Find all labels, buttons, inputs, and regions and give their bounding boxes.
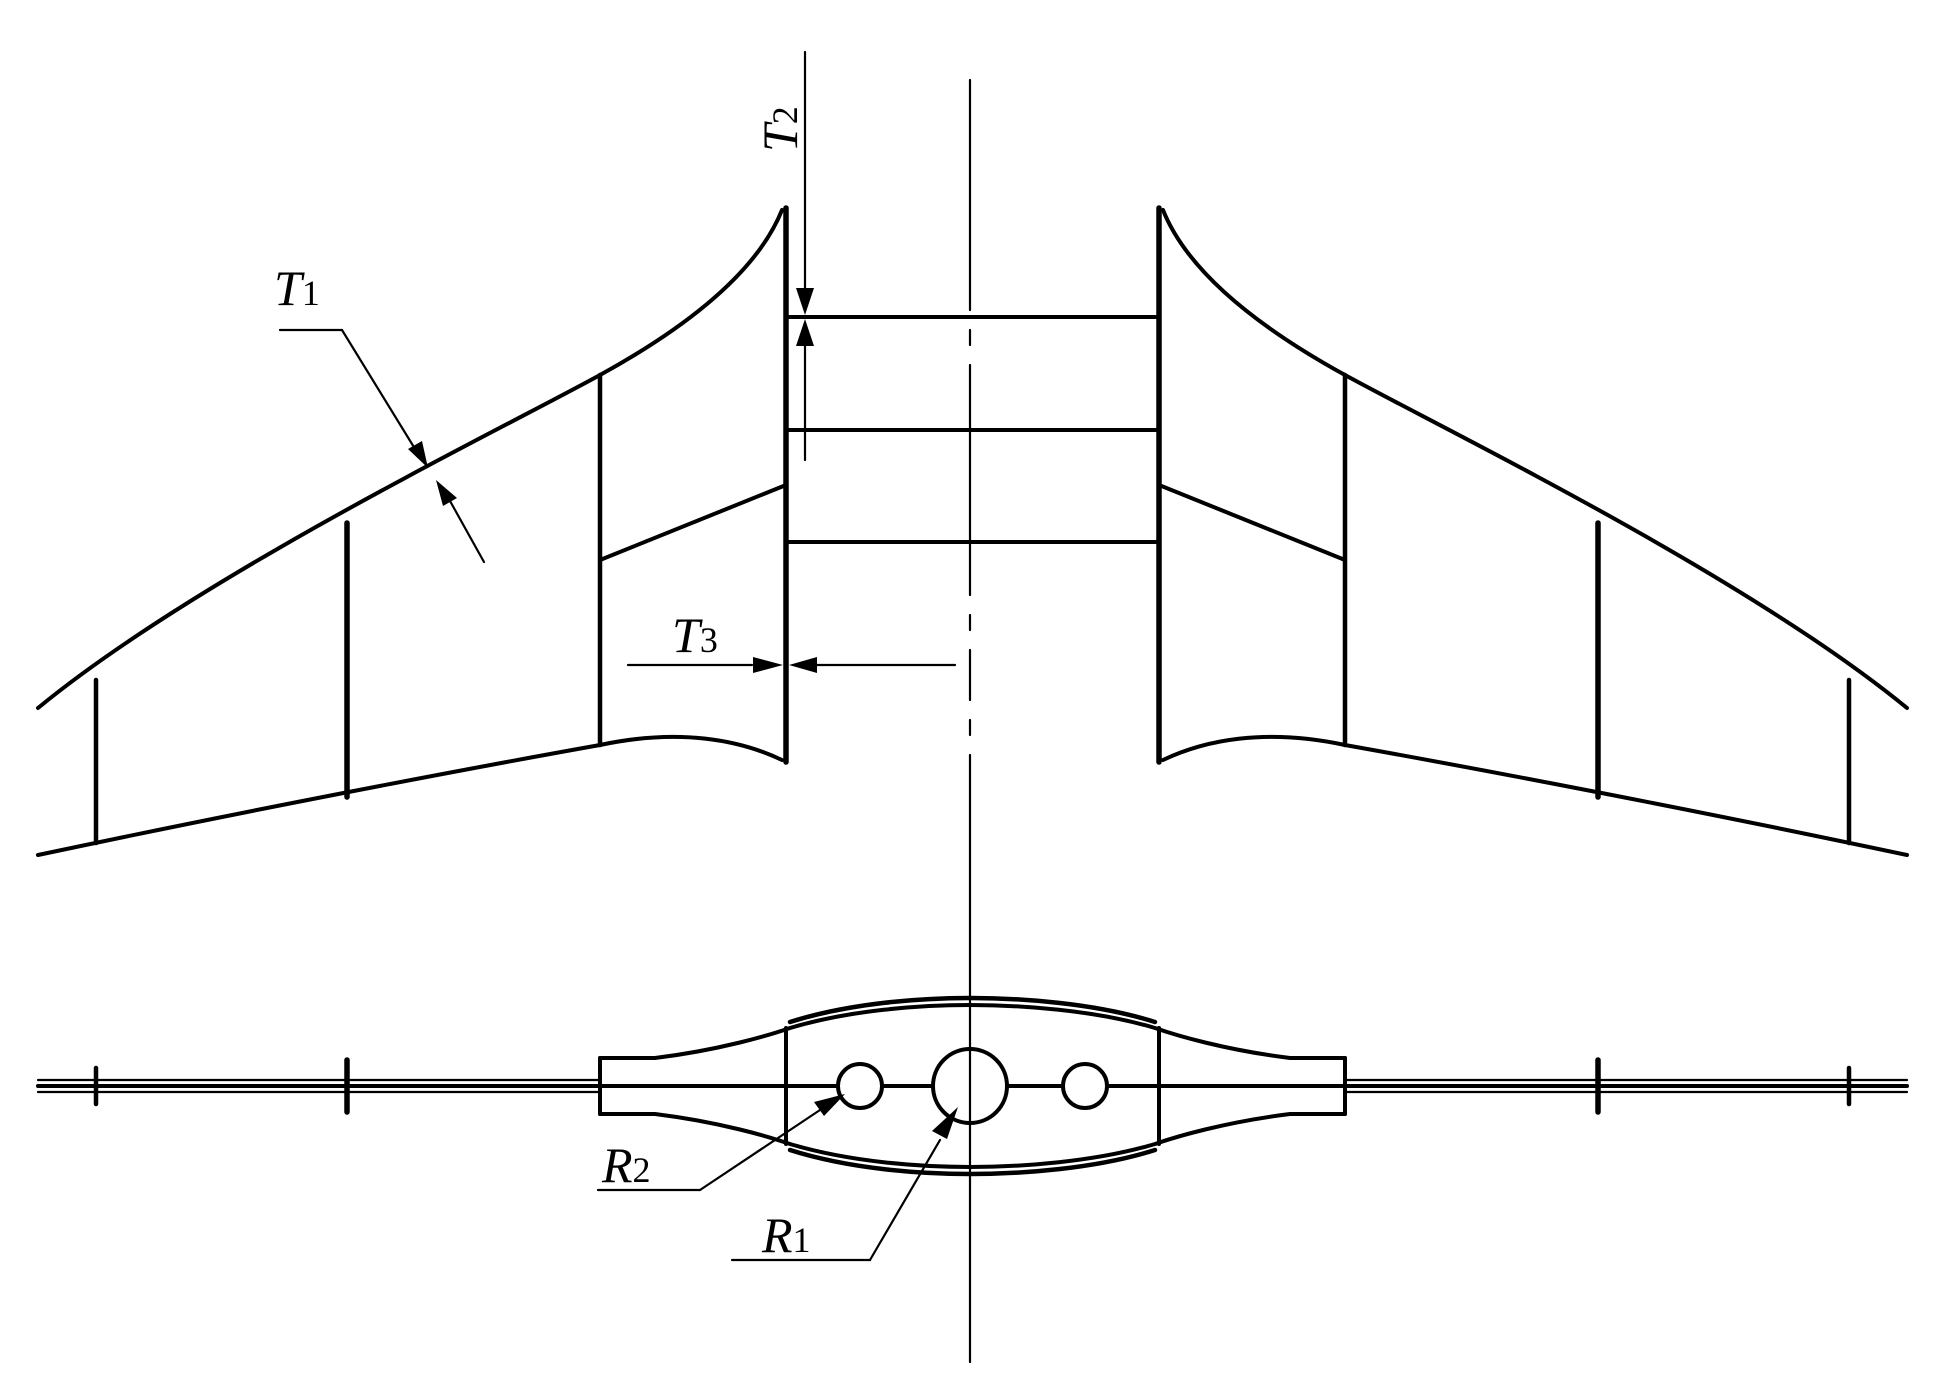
r2-arrow-head xyxy=(814,1094,845,1116)
t3-arrow-head-2 xyxy=(789,657,817,673)
t1-arrow-head-1 xyxy=(408,441,428,468)
label-t3: T3 xyxy=(672,607,718,663)
leader-r1: R1 xyxy=(730,1107,958,1263)
label-r2: R2 xyxy=(601,1137,651,1193)
leader-r2: R2 xyxy=(596,1094,845,1193)
t2-arrow-head-2 xyxy=(796,319,814,346)
label-t2: T2 xyxy=(752,106,808,152)
center-spars xyxy=(784,315,1161,544)
t3-arrow-head-1 xyxy=(753,657,783,673)
front-view-holes xyxy=(784,1047,1161,1125)
label-t1: T1 xyxy=(274,260,320,316)
r1-arrow-head xyxy=(932,1107,958,1139)
hole-r2-left xyxy=(836,1062,884,1110)
hole-r2-right xyxy=(1061,1062,1109,1110)
t1-arrow-head-2 xyxy=(436,480,457,506)
right-wing-ribs xyxy=(1157,372,1852,846)
t2-arrow-head-1 xyxy=(796,288,814,315)
dimension-t2: T2 xyxy=(752,50,814,462)
dimension-t1: T1 xyxy=(274,260,486,564)
front-view-spar xyxy=(36,1057,1909,1115)
label-r1: R1 xyxy=(761,1207,811,1263)
front-view-fairing xyxy=(598,995,1347,1177)
dimension-t3: T3 xyxy=(626,607,957,673)
left-wing-ribs xyxy=(93,372,788,846)
